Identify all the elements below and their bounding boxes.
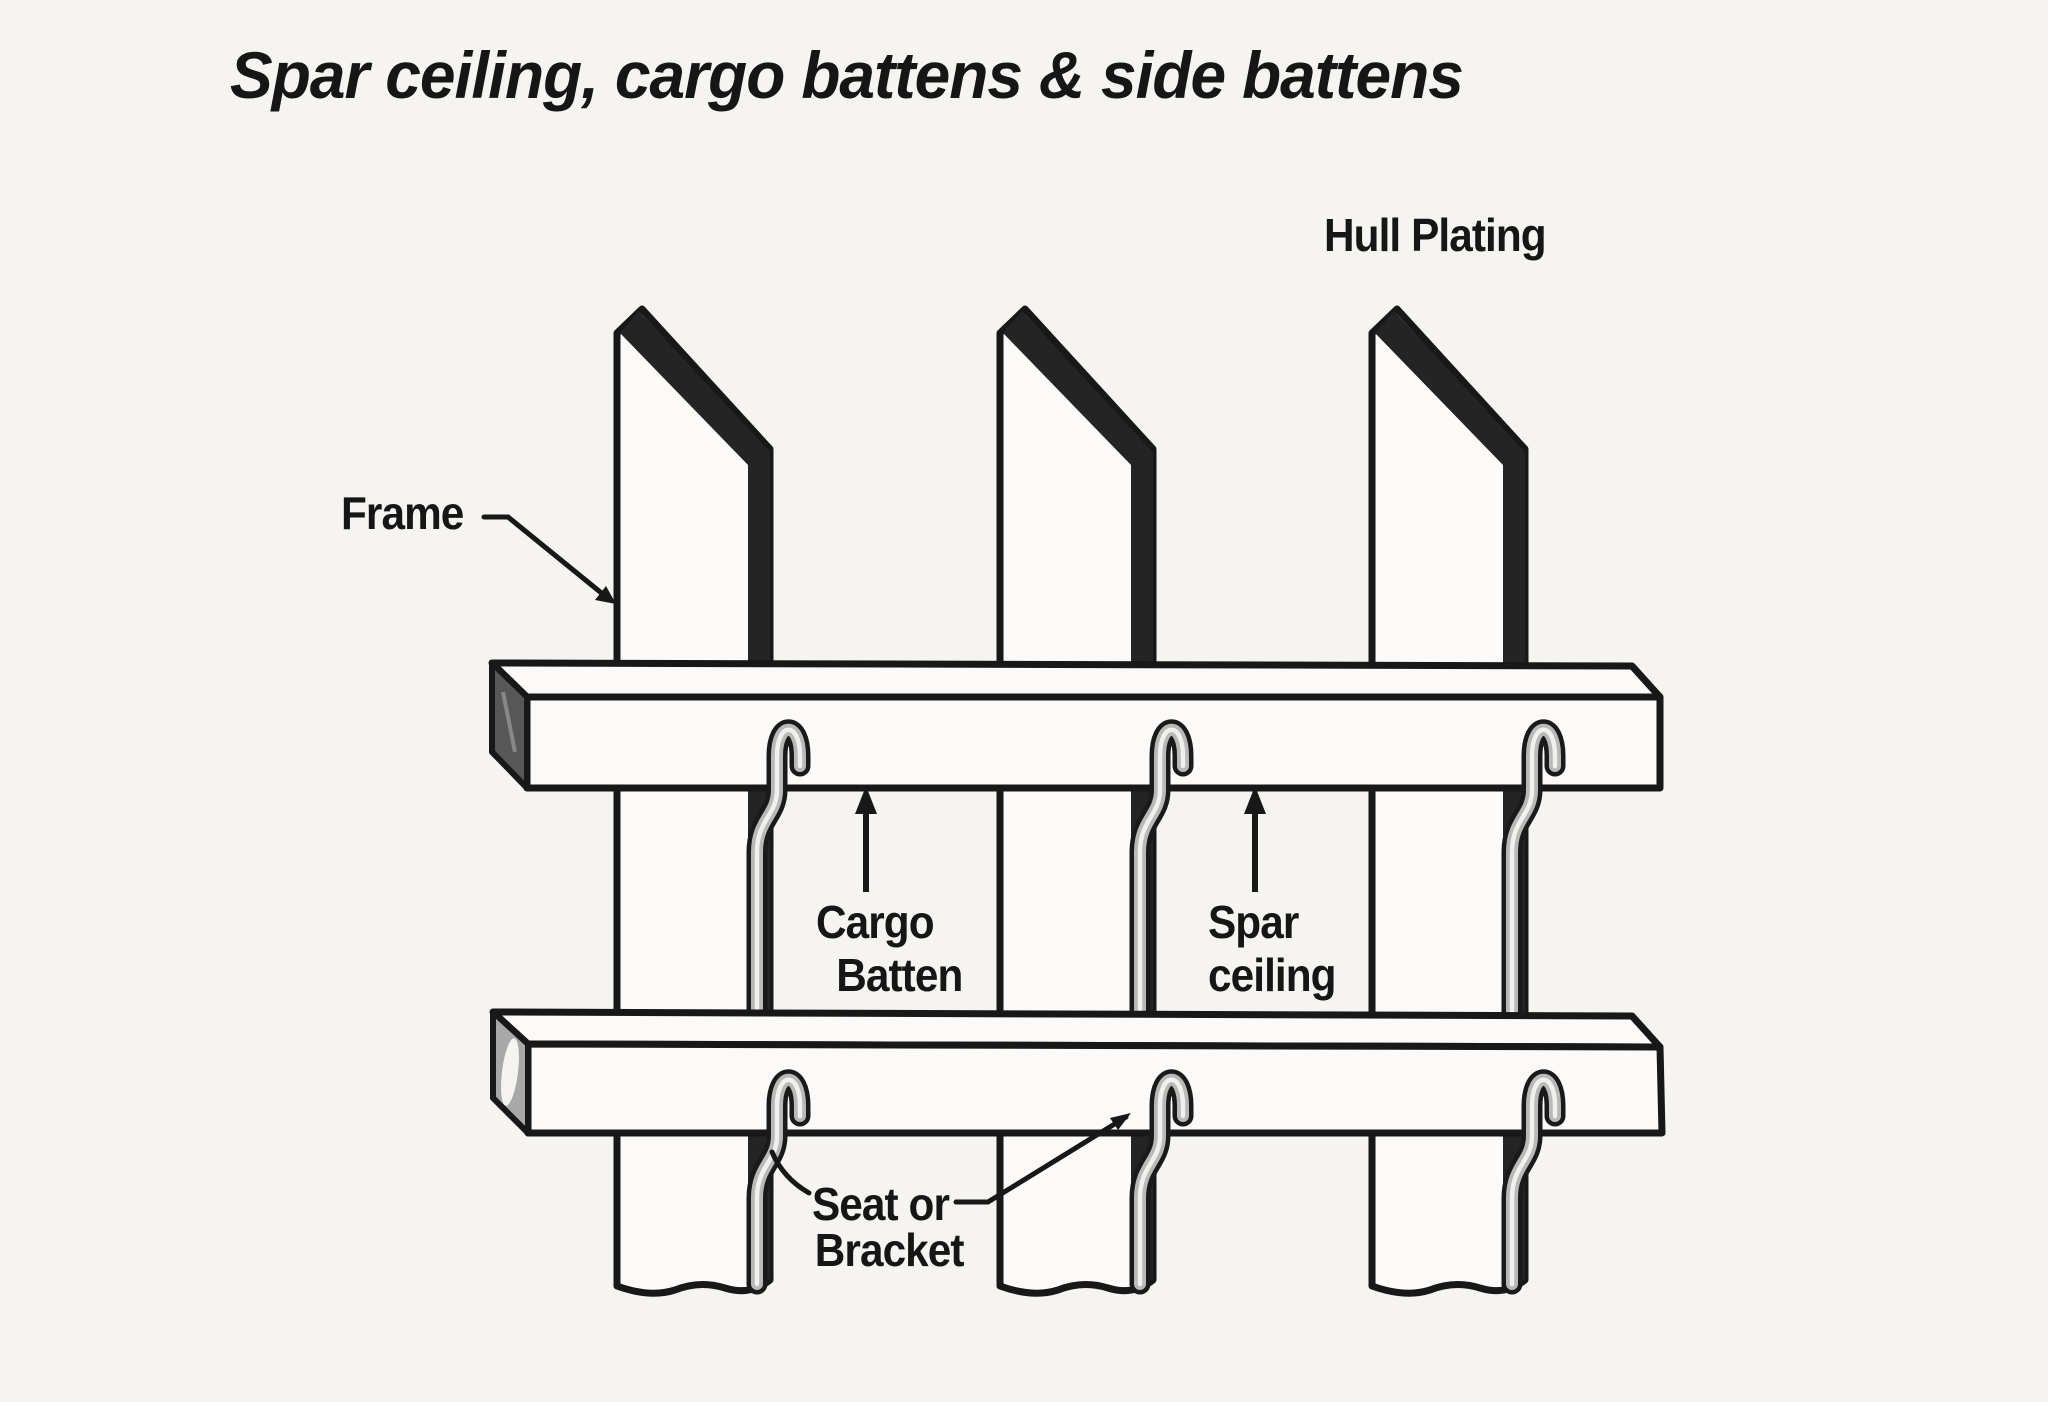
cargo-batten-label-line1: Cargo: [816, 896, 935, 948]
end-cap-highlight: [501, 691, 517, 753]
spar-ceiling-front-face: [524, 1040, 1666, 1137]
frame-leader-arrowhead: [595, 586, 616, 604]
frame-1: [617, 309, 770, 1293]
spar-ceiling-label: Spar ceiling: [1208, 896, 1337, 1002]
cargo-batten-front-face: [523, 693, 1664, 792]
cargo-batten-top-face: [488, 659, 1664, 701]
cargo-batten-label: Cargo Batten: [816, 896, 963, 1002]
seat-bracket-leader-right: [985, 1114, 1129, 1205]
cargo-batten-beam: [488, 659, 1664, 792]
frame-leader-line: [505, 514, 613, 603]
seat-or-bracket-label-line1: Seat or: [812, 1178, 950, 1230]
seat-or-bracket-label: Seat or Bracket: [812, 1178, 965, 1276]
end-cap-highlight: [501, 1038, 519, 1106]
spar-ceiling-label-line1: Spar: [1208, 896, 1299, 948]
frame-3: [1372, 309, 1525, 1293]
seat-bracket-arrowhead: [1110, 1113, 1131, 1130]
hull-plating-label: Hull Plating: [1324, 209, 1547, 261]
spar-ceiling-label-line2: ceiling: [1208, 949, 1337, 1001]
diagram-title: Spar ceiling, cargo battens & side batte…: [230, 38, 1464, 112]
spar-ceiling-arrowhead: [1244, 786, 1266, 814]
seat-or-bracket-label-line2: Bracket: [814, 1224, 965, 1276]
spar-ceiling-beam: [489, 1008, 1666, 1137]
cargo-batten-arrowhead: [855, 786, 877, 814]
frame-label: Frame: [341, 487, 464, 539]
seat-bracket-leader-left: [769, 1149, 812, 1196]
annotations: [481, 514, 1266, 1205]
cargo-batten-label-line2: Batten: [836, 949, 963, 1001]
